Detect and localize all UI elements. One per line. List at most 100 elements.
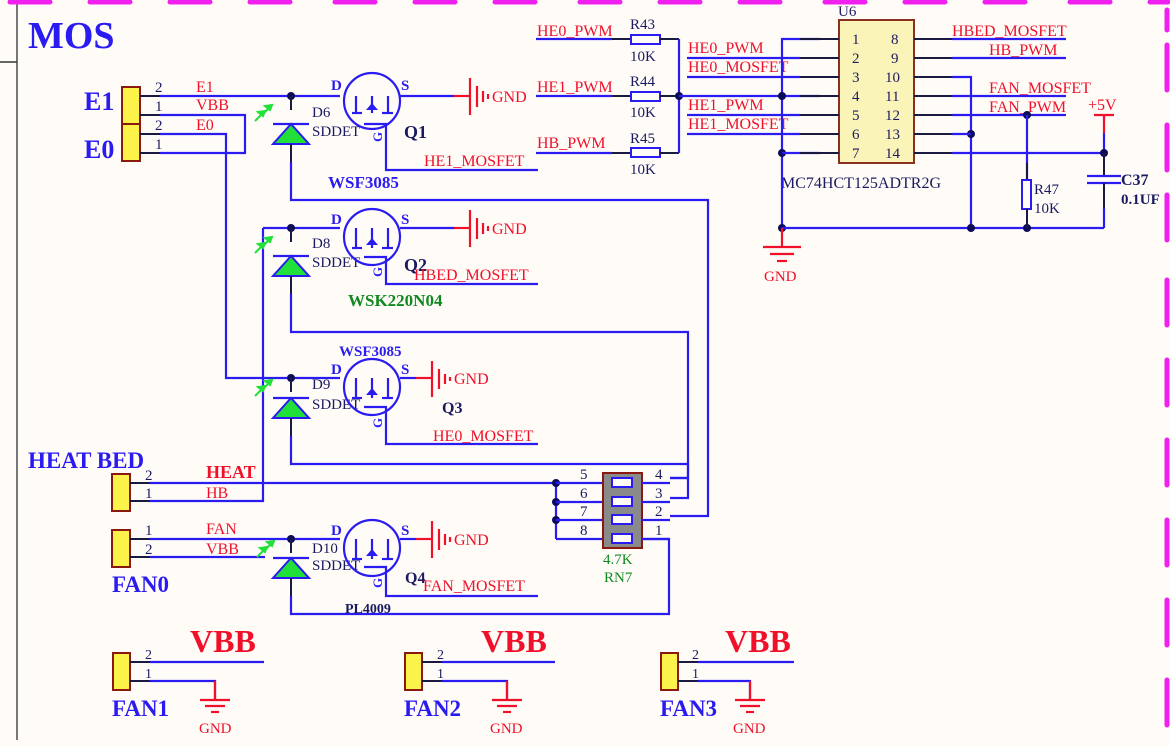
gate-net-label: HE0_MOSFET xyxy=(433,428,534,445)
net-label-vbb: VBB xyxy=(206,541,239,558)
ic-pin: 2 xyxy=(852,51,860,67)
mosfet-part: WSF3085 xyxy=(328,173,399,192)
led-arrows-icon xyxy=(256,539,276,558)
gate-label: G xyxy=(370,418,385,428)
resistor-value: 10K xyxy=(630,49,656,65)
diode-ref: D9 xyxy=(312,377,330,393)
pin-number: 1 xyxy=(437,667,444,682)
gnd-label: GND xyxy=(454,371,489,388)
pin-number: 1 xyxy=(145,667,152,682)
gate-label: G xyxy=(370,578,385,588)
resistor-value: 10K xyxy=(630,105,656,121)
pin-number: 8 xyxy=(580,523,588,539)
pin-number: 6 xyxy=(580,486,588,502)
connector-fan3: 2 1 VBB FAN3 GND xyxy=(660,623,794,737)
pin-number: 2 xyxy=(155,80,163,96)
net-label-hb: HB xyxy=(206,485,228,502)
source-label: S xyxy=(401,362,409,378)
connector-fan1: 2 1 VBB FAN1 GND xyxy=(112,623,264,737)
led-arrows-icon xyxy=(254,235,274,254)
net-label-fan: FAN xyxy=(206,521,237,538)
ic-pin: 5 xyxy=(852,108,860,124)
power-label-vbb: VBB xyxy=(481,623,547,659)
net-label: HE1_MOSFET xyxy=(688,116,789,133)
drain-label: D xyxy=(331,523,342,539)
connector-fan3-label: FAN3 xyxy=(660,696,717,721)
connector-fan0: FAN0 1 2 FAN VBB xyxy=(111,521,340,597)
resistor-r47: R47 10K xyxy=(1021,163,1060,228)
source-label: S xyxy=(401,523,409,539)
net-label: FAN_PWM xyxy=(989,99,1066,116)
pin-number: 2 xyxy=(655,504,663,520)
gnd-label: GND xyxy=(199,721,232,737)
connector-fan2: 2 1 VBB FAN2 GND xyxy=(404,623,555,737)
ic-part: MC74HCT125ADTR2G xyxy=(781,175,941,192)
gnd-label: GND xyxy=(492,89,527,106)
gnd-label: GND xyxy=(764,269,797,285)
pin-number: 1 xyxy=(692,667,699,682)
ic-pin: 9 xyxy=(891,51,899,67)
capacitor-value: 0.1UF xyxy=(1121,192,1160,208)
connector-e1: E1 2 1 E1 VBB xyxy=(84,79,229,125)
gnd-symbol-icon: GND xyxy=(763,228,801,285)
ic-u6: U6 MC74HCT125ADTR2G HE0_PWM HE0_MOSFET H… xyxy=(687,4,1104,232)
gate-label: G xyxy=(370,267,385,277)
mosfet-q3-symbol xyxy=(342,357,402,417)
mosfet-ref: Q1 xyxy=(404,122,427,142)
connector-e0-label: E0 xyxy=(84,135,114,164)
net-label: FAN_MOSFET xyxy=(989,80,1091,97)
diode-d8 xyxy=(270,254,312,277)
gnd-label: GND xyxy=(733,721,766,737)
mosfet-part: WSF3085 xyxy=(339,344,402,360)
pin-number: 5 xyxy=(580,467,588,483)
net-label: HB_PWM xyxy=(537,135,605,152)
gate-net-label: HE1_MOSFET xyxy=(424,153,525,170)
gnd-symbol-icon xyxy=(416,361,452,397)
pin-number: 4 xyxy=(655,467,663,483)
resistor-ref: R43 xyxy=(630,17,655,33)
sheet-title: MOS xyxy=(28,15,115,57)
gnd-symbol-icon xyxy=(454,78,490,115)
resistor-value: 10K xyxy=(630,162,656,178)
mosfet-q1-symbol xyxy=(342,71,402,131)
diode-d10 xyxy=(270,556,312,579)
connector-fan0-label: FAN0 xyxy=(112,572,169,597)
led-arrows-icon xyxy=(254,103,274,122)
gnd-symbol-icon xyxy=(416,521,452,558)
connector-heatbed: HEAT BED 2 1 HEAT HB xyxy=(28,448,556,512)
ic-pin: 11 xyxy=(885,89,899,105)
diode-part: SDDET xyxy=(312,397,360,413)
diode-ref: D6 xyxy=(312,105,331,121)
net-label-heat: HEAT xyxy=(206,462,256,482)
resistor-value: 10K xyxy=(1034,201,1060,217)
ic-pin: 10 xyxy=(885,70,900,86)
power-label-vbb: VBB xyxy=(190,623,256,659)
mosfet-q1-block: D6 SDDET D S G Q1 WSF3085 HE1_MOSFET GND xyxy=(254,71,710,518)
pin-number: 2 xyxy=(437,648,444,663)
power-label: +5V xyxy=(1088,97,1117,114)
ic-ref: U6 xyxy=(838,4,857,20)
diode-d9 xyxy=(270,396,312,419)
ic-pin: 4 xyxy=(852,89,860,105)
net-label: HE1_PWM xyxy=(537,79,613,96)
capacitor-c37: C37 0.1UF xyxy=(1087,153,1160,228)
mosfet-ref: Q3 xyxy=(442,400,462,417)
pin-number: 2 xyxy=(145,648,152,663)
diode-d6 xyxy=(270,122,312,145)
net-label-vbb: VBB xyxy=(196,97,229,114)
ic-pin: 1 xyxy=(852,32,860,48)
mosfet-q2-symbol xyxy=(342,207,402,267)
ic-pin: 12 xyxy=(885,108,900,124)
ic-pin: 14 xyxy=(885,146,901,162)
pin-number: 1 xyxy=(155,99,163,115)
mosfet-q3-block: D9 SDDET D S G Q3 WSF3085 HE0_MOSFET GND xyxy=(254,344,690,500)
net-label-e1: E1 xyxy=(196,79,214,96)
gnd-label: GND xyxy=(490,721,523,737)
connector-e1-label: E1 xyxy=(84,87,114,116)
ic-pin: 8 xyxy=(891,32,899,48)
pin-number: 7 xyxy=(580,504,588,520)
led-arrows-icon xyxy=(254,378,274,397)
power-label-vbb: VBB xyxy=(725,623,791,659)
connector-fan2-label: FAN2 xyxy=(404,696,461,721)
